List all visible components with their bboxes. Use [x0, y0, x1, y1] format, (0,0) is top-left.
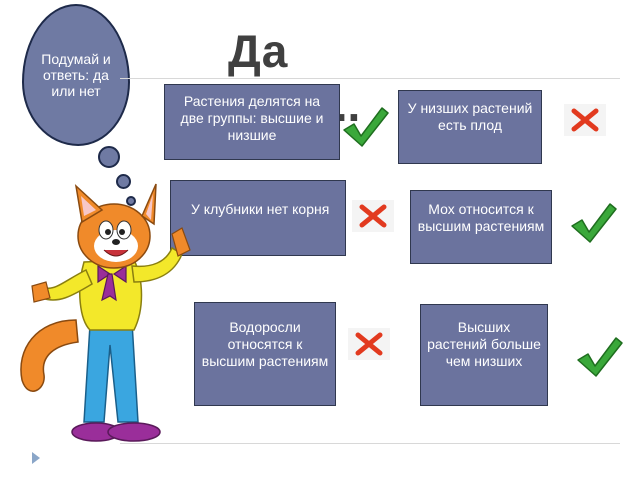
check-icon — [577, 337, 623, 377]
statement-text-5: Водоросли относятся к высшим растениям — [201, 319, 329, 369]
statement-text-4: Мох относится к высшим растениям — [417, 201, 545, 234]
statement-box-6: Высших растений больше чем низших — [420, 304, 548, 406]
statement-text-2: У низших растений есть плод — [407, 100, 533, 133]
check-icon — [571, 203, 617, 243]
thought-dot-large — [98, 146, 120, 168]
statement-box-5: Водоросли относятся к высшим растениям — [194, 302, 336, 406]
statement-box-4: Мох относится к высшим растениям — [410, 190, 552, 264]
thought-dot-small — [126, 196, 136, 206]
statement-text-3: У клубники нет корня — [191, 201, 330, 217]
cross-mark-2 — [564, 104, 606, 136]
thought-dot-medium — [116, 174, 131, 189]
cross-icon — [571, 108, 599, 132]
thought-bubble: Подумай и ответь: да или нет — [22, 4, 130, 146]
footer-divider — [120, 443, 620, 444]
statement-box-2: У низших растений есть плод — [398, 90, 542, 164]
cross-icon — [359, 204, 387, 228]
slide-title: Да — [228, 25, 289, 77]
cross-mark-5 — [348, 328, 390, 360]
statement-box-1: Растения делятся на две группы: высшие и… — [164, 84, 340, 160]
cross-icon — [355, 332, 383, 356]
statement-text-6: Высших растений больше чем низших — [427, 319, 541, 369]
thought-bubble-text: Подумай и ответь: да или нет — [41, 51, 111, 99]
play-arrow-icon — [32, 452, 40, 464]
cat-character-illustration — [20, 183, 191, 442]
statement-text-1: Растения делятся на две группы: высшие и… — [180, 93, 324, 143]
statement-box-3: У клубники нет корня — [170, 180, 346, 256]
title-divider — [120, 78, 620, 79]
cross-mark-3 — [352, 200, 394, 232]
check-icon — [343, 107, 389, 147]
